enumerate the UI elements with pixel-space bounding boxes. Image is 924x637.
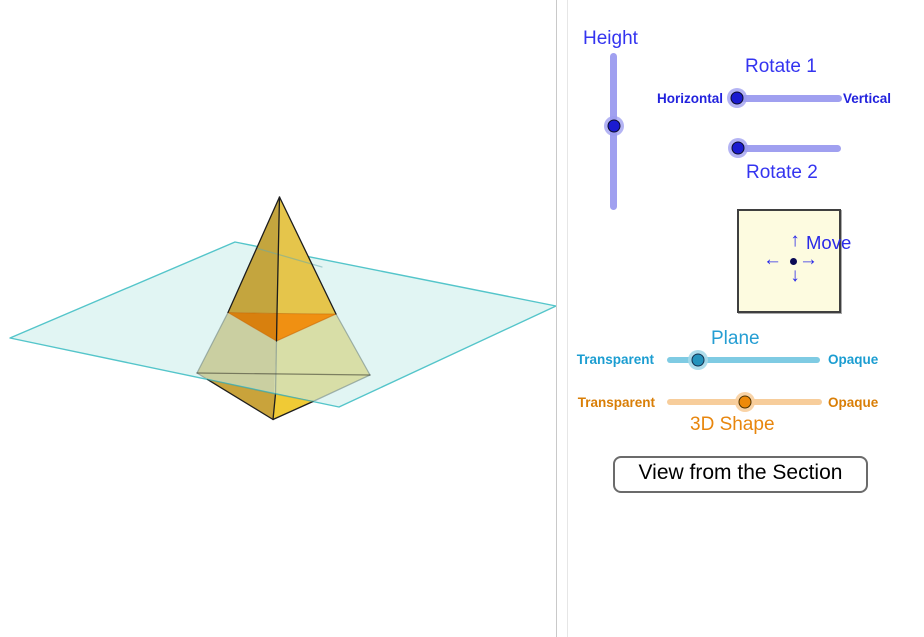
shape-opacity-slider-thumb[interactable] bbox=[738, 395, 752, 409]
height-slider-label: Height bbox=[583, 28, 638, 49]
panel-divider-inner bbox=[567, 0, 568, 637]
rotate2-slider-label: Rotate 2 bbox=[746, 162, 818, 183]
rotate1-max-label: Vertical bbox=[843, 91, 892, 106]
shape-max-label: Opaque bbox=[828, 394, 879, 410]
rotate1-min-label: Horizontal bbox=[657, 91, 723, 106]
move-pad-label: Move bbox=[806, 232, 852, 253]
rotate2-slider-thumb[interactable] bbox=[731, 141, 745, 155]
plane-slider-label: Plane bbox=[711, 328, 760, 349]
move-pad[interactable] bbox=[737, 209, 841, 313]
move-left-arrow-icon[interactable]: ← bbox=[763, 249, 782, 270]
shape-min-label: Transparent bbox=[577, 394, 655, 410]
shape-opacity-slider[interactable] bbox=[667, 395, 822, 409]
plane-opacity-slider-thumb[interactable] bbox=[691, 353, 705, 367]
rotate1-slider-thumb[interactable] bbox=[730, 91, 744, 105]
view-from-section-button[interactable]: View from the Section bbox=[613, 456, 868, 493]
plane-opacity-slider[interactable] bbox=[667, 353, 820, 367]
move-right-arrow-icon[interactable]: → bbox=[799, 249, 818, 270]
plane-edge-seen-through bbox=[255, 247, 323, 268]
rotate1-slider[interactable] bbox=[730, 91, 842, 105]
pyramid-tip-right bbox=[273, 394, 313, 420]
plane-edge-over-tip bbox=[206, 378, 314, 403]
plane-min-label: Transparent bbox=[576, 352, 654, 367]
rotate2-slider[interactable] bbox=[731, 141, 841, 155]
edge-base-far bbox=[196, 372, 371, 376]
move-center-dot[interactable] bbox=[790, 258, 797, 265]
plane-max-label: Opaque bbox=[828, 352, 879, 367]
move-up-arrow-icon[interactable]: ↑ bbox=[790, 230, 800, 251]
rotate1-slider-label: Rotate 1 bbox=[745, 56, 817, 77]
edge-tip-front bbox=[272, 393, 277, 421]
edge-tip-left bbox=[206, 378, 274, 421]
edge-apex-right bbox=[278, 196, 337, 315]
move-down-arrow-icon[interactable]: ↓ bbox=[790, 265, 800, 286]
edge-apex-left bbox=[227, 196, 281, 314]
height-slider-thumb[interactable] bbox=[607, 119, 620, 133]
edge-tip-right bbox=[272, 400, 314, 421]
panel-divider bbox=[556, 0, 557, 637]
height-slider[interactable] bbox=[607, 53, 620, 210]
edge-apex-front bbox=[275, 196, 281, 342]
shape-slider-label: 3D Shape bbox=[690, 414, 775, 435]
graphics-view[interactable] bbox=[0, 0, 557, 637]
